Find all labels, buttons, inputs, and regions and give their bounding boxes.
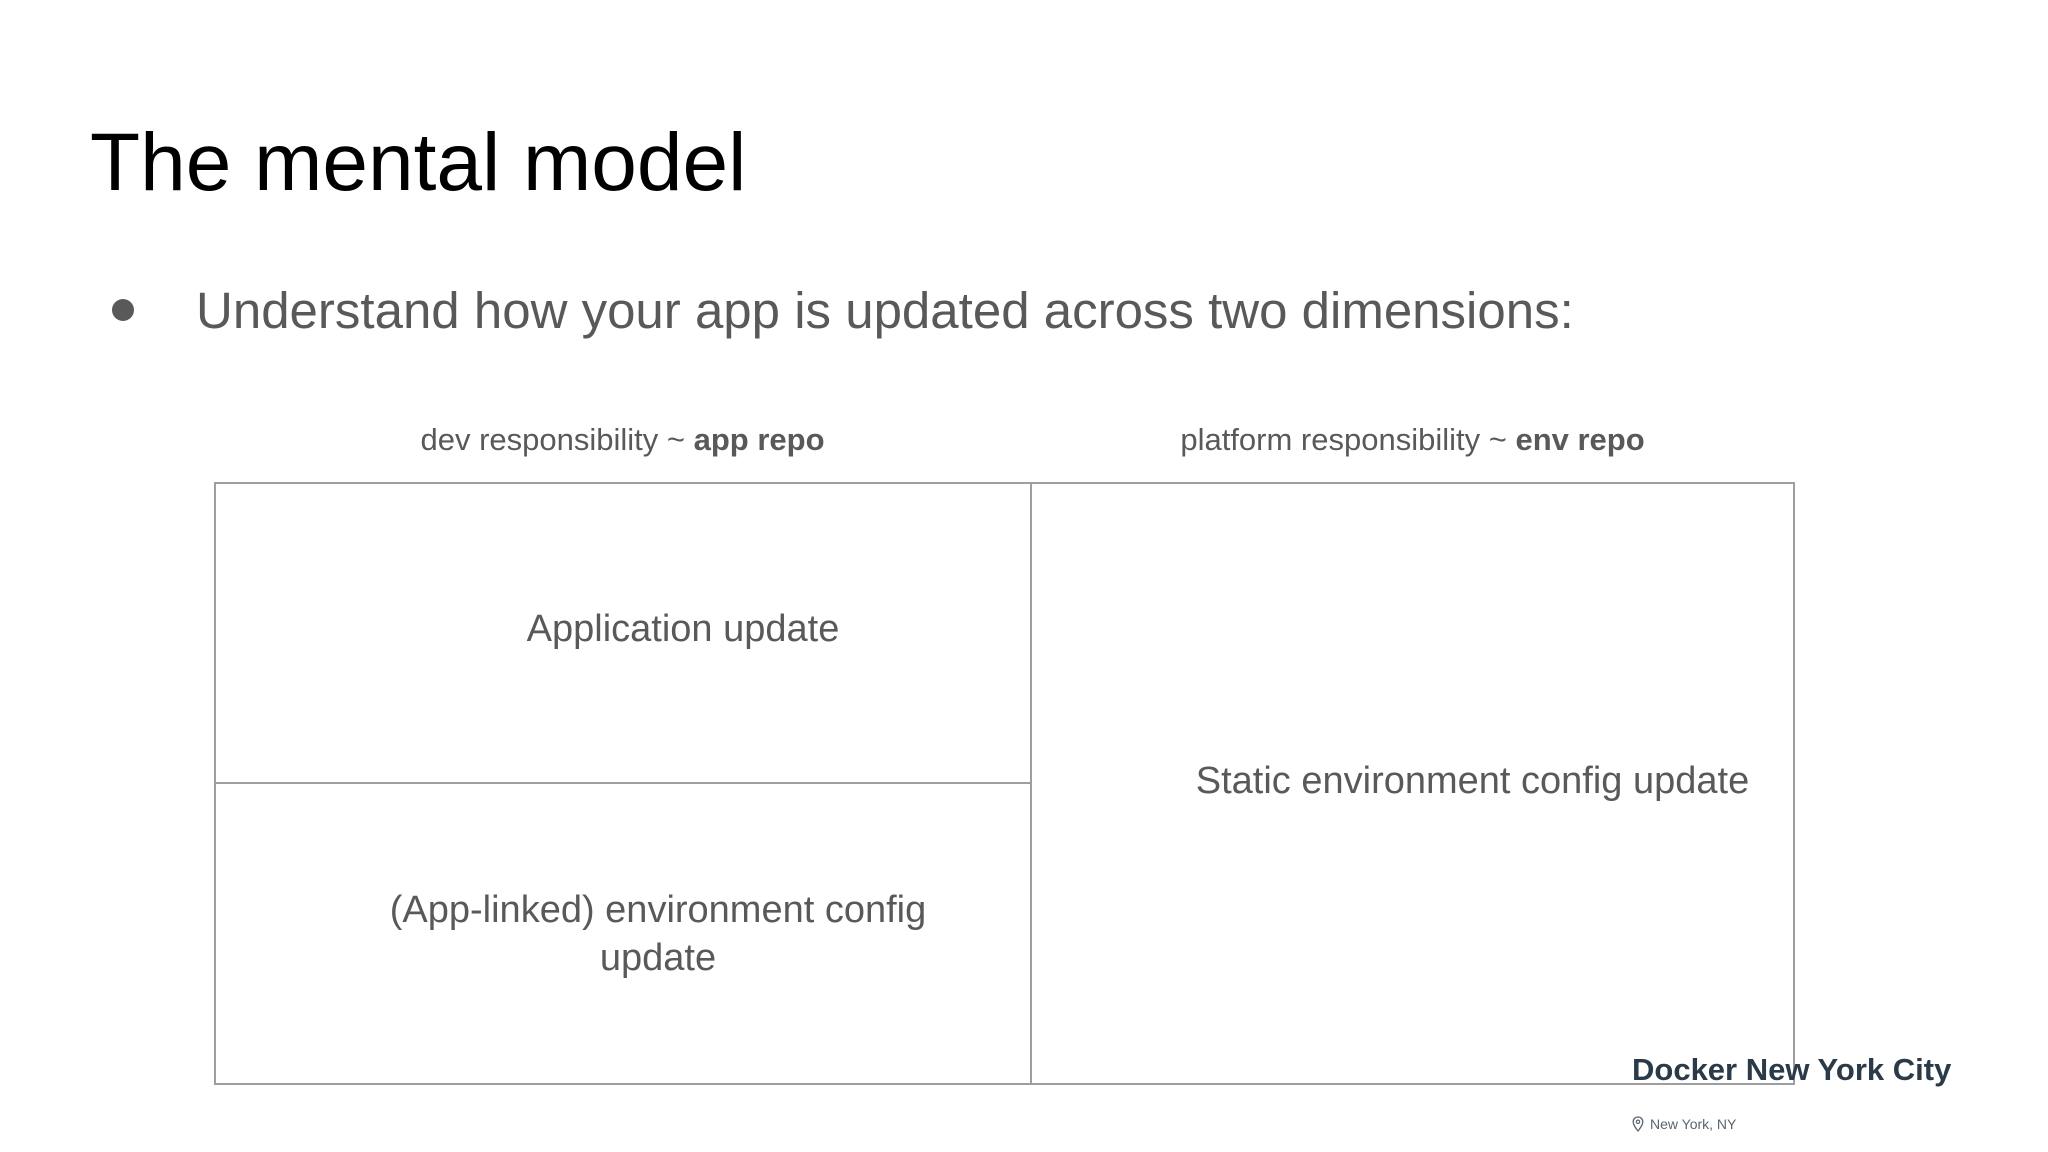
- watermark-location-label: New York, NY: [1650, 1116, 1737, 1132]
- platform-responsibility-label: platform responsibility ~: [1180, 422, 1516, 457]
- dev-responsibility-header: dev responsibility ~ app repo: [215, 418, 1030, 462]
- static-env-config-label: Static environment config update: [1195, 759, 1750, 802]
- location-pin-icon: [1632, 1116, 1644, 1132]
- platform-responsibility-header: platform responsibility ~ env repo: [1030, 418, 1795, 462]
- watermark-title: Docker New York City: [1632, 1052, 1952, 1087]
- bullet-point: Understand how your app is updated acros…: [112, 280, 1574, 340]
- application-update-cell: Application update: [214, 482, 1032, 784]
- docker-nyc-watermark: Docker New York City New York, NY: [1632, 1052, 2012, 1152]
- bullet-text: Understand how your app is updated acros…: [196, 281, 1574, 339]
- application-update-label: Application update: [526, 608, 840, 651]
- app-linked-env-config-label: (App-linked) environment config update: [389, 889, 927, 979]
- dev-responsibility-label: dev responsibility ~: [420, 422, 694, 457]
- watermark-location: New York, NY: [1632, 1116, 1736, 1132]
- bullet-dot-icon: [112, 299, 134, 321]
- slide-title: The mental model: [90, 117, 747, 208]
- static-env-config-cell: Static environment config update: [1030, 482, 1795, 1085]
- app-repo-label: app repo: [693, 422, 825, 457]
- app-linked-env-config-cell: (App-linked) environment config update: [214, 782, 1032, 1085]
- env-repo-label: env repo: [1515, 422, 1645, 457]
